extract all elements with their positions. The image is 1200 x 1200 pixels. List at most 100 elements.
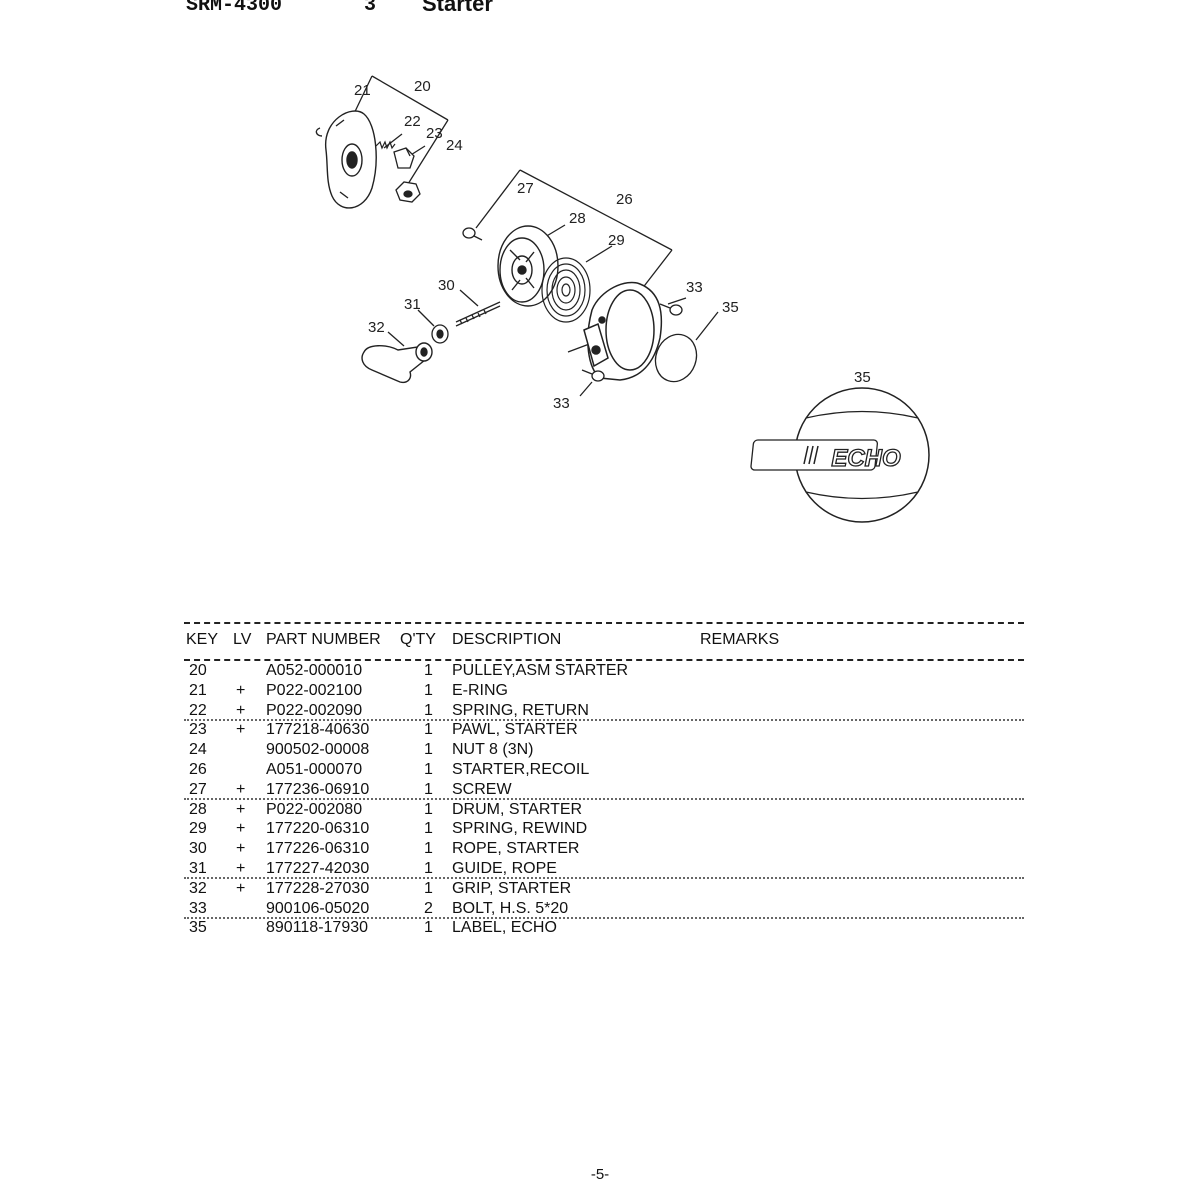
- leader-line: [695, 311, 719, 341]
- callout-33-top: 33: [686, 279, 703, 296]
- row-part-number: 177236-06910: [266, 780, 370, 798]
- leader-line: [667, 297, 687, 305]
- row-description: LABEL, ECHO: [452, 919, 557, 937]
- row-separator: [184, 718, 1024, 721]
- row-key: 23: [189, 721, 207, 739]
- callout-28: 28: [569, 210, 586, 227]
- callout-32: 32: [368, 319, 385, 336]
- callout-26: 26: [616, 191, 633, 208]
- table-row: 24 900502-00008 1 NUT 8 (3N): [184, 741, 1024, 761]
- model-number: SRM-4300: [186, 0, 283, 17]
- row-level: +: [236, 701, 246, 719]
- row-description: STARTER,RECOIL: [452, 761, 590, 778]
- page-header: SRM-4300 3 Starter: [186, 0, 493, 24]
- table-top-rule: [184, 622, 1024, 624]
- row-key: 31: [189, 860, 207, 877]
- row-level: +: [236, 681, 246, 699]
- row-part-number: P022-002100: [266, 681, 363, 699]
- row-description: PULLEY,ASM STARTER: [452, 662, 629, 679]
- callout-35-enlarged: 35: [854, 369, 871, 386]
- callout-27: 27: [517, 180, 534, 197]
- row-description: E-RING: [452, 681, 508, 699]
- row-quantity: 1: [424, 741, 433, 759]
- row-key: 28: [189, 800, 207, 818]
- row-description: GRIP, STARTER: [452, 879, 572, 897]
- row-part-number: 177218-40630: [266, 721, 370, 739]
- drum-part: [497, 225, 559, 307]
- row-separator: [184, 916, 1024, 919]
- bolt-part: [581, 369, 605, 382]
- row-part-number: P022-002080: [266, 800, 363, 818]
- leader-line: [585, 245, 613, 263]
- row-level: +: [236, 879, 246, 897]
- row-description: NUT 8 (3N): [452, 741, 534, 759]
- row-key: 26: [189, 761, 207, 778]
- screw-part: [462, 227, 483, 241]
- callout-21: 21: [354, 82, 371, 99]
- row-description: BOLT, H.S. 5*20: [452, 899, 569, 917]
- section-title: Starter: [422, 0, 493, 16]
- column-header-description: DESCRIPTION: [452, 631, 562, 648]
- row-quantity: 2: [424, 899, 433, 917]
- echo-logo-text: ECHO: [831, 445, 901, 472]
- row-quantity: 1: [424, 721, 433, 739]
- exploded-parts-diagram: ECHO 21 20 22 23 24 27 26 28 29 30 33 31…: [315, 75, 930, 523]
- callout-33-bottom: 33: [553, 395, 570, 412]
- callout-30: 30: [438, 277, 455, 294]
- row-key: 27: [189, 780, 207, 798]
- row-quantity: 1: [424, 820, 433, 838]
- return-spring-part: [375, 140, 396, 150]
- leader-line: [371, 75, 449, 121]
- pawl-part: [393, 147, 415, 169]
- row-quantity: 1: [424, 662, 433, 679]
- row-part-number: 177227-42030: [266, 860, 370, 877]
- leader-line: [407, 119, 449, 185]
- row-part-number: P022-002090: [266, 701, 363, 719]
- row-key: 30: [189, 840, 207, 858]
- row-level: +: [236, 800, 246, 818]
- row-part-number: 177228-27030: [266, 879, 370, 897]
- leader-line: [579, 381, 593, 397]
- row-quantity: 1: [424, 919, 433, 937]
- column-header-remarks: REMARKS: [700, 631, 780, 648]
- row-description: ROPE, STARTER: [452, 840, 580, 858]
- leader-line: [417, 309, 435, 327]
- row-part-number: 900502-00008: [266, 741, 370, 759]
- rope-guide-part: [431, 324, 449, 344]
- row-part-number: 890118-17930: [266, 919, 369, 937]
- row-quantity: 1: [424, 780, 433, 798]
- row-key: 29: [189, 820, 207, 838]
- callout-23: 23: [426, 125, 443, 142]
- callout-35-small: 35: [722, 299, 739, 316]
- row-key: 24: [189, 741, 207, 759]
- table-header-rule: [184, 659, 1024, 661]
- leader-line: [387, 331, 405, 347]
- row-part-number: 900106-05020: [266, 899, 370, 917]
- row-description: SPRING, RETURN: [452, 701, 589, 719]
- row-part-number: 177226-06310: [266, 840, 370, 858]
- callout-29: 29: [608, 232, 625, 249]
- pulley-assembly-part: [315, 110, 377, 209]
- callout-31: 31: [404, 296, 421, 313]
- row-level: +: [236, 840, 246, 858]
- row-part-number: A052-000010: [266, 662, 363, 679]
- leader-line: [383, 133, 403, 149]
- row-key: 35: [189, 919, 207, 937]
- row-description: GUIDE, ROPE: [452, 860, 557, 877]
- row-part-number: 177220-06310: [266, 820, 370, 838]
- column-header-key: KEY: [186, 631, 219, 648]
- bolt-part: [659, 303, 683, 316]
- row-description: DRUM, STARTER: [452, 800, 583, 818]
- row-key: 33: [189, 899, 207, 917]
- column-header-part-number: PART NUMBER: [266, 631, 381, 648]
- table-row: 35 890118-17930 1 LABEL, ECHO: [184, 919, 1024, 939]
- row-level: +: [236, 860, 246, 877]
- callout-20: 20: [414, 78, 431, 95]
